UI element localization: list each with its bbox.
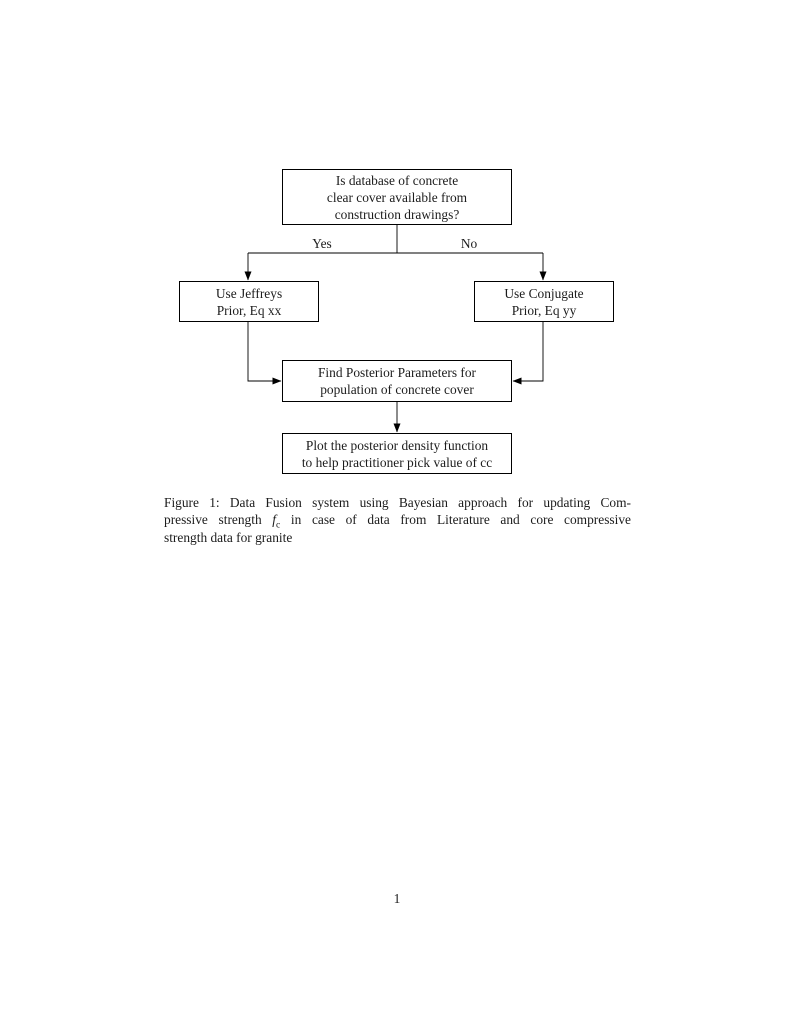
caption-text: in case of data from Literature and core… [290, 512, 631, 528]
box-text-line: Is database of concrete [335, 172, 459, 188]
box-text-line: construction drawings? [334, 206, 460, 222]
caption-line-3: strength data for granite [164, 529, 293, 545]
edge-label-no: No [460, 236, 478, 251]
connector-conjugate-to-posterior [512, 322, 544, 385]
page-number: 1 [393, 891, 401, 906]
caption-line-1: Figure 1: Data Fusion system using Bayes… [164, 495, 631, 510]
box-text-line: Prior, Eq yy [511, 302, 577, 318]
box-text-line: Plot the posterior density function [305, 437, 489, 453]
figure-caption: Figure 1: Data Fusion system using Bayes… [164, 494, 631, 546]
box-text-line: Use Conjugate [504, 285, 584, 301]
connector-question-split [248, 225, 543, 254]
flowchart-box-jeffreys-prior: Use Jeffreys Prior, Eq xx [179, 281, 319, 322]
caption-text: pressive strength [164, 512, 262, 528]
connector-jeffreys-to-posterior [247, 322, 282, 385]
flowchart-box-question: Is database of concrete clear cover avai… [282, 169, 512, 225]
box-text-line: to help practitioner pick value of cc [301, 454, 493, 470]
box-text-line: population of concrete cover [320, 382, 474, 397]
box-text-line: clear cover available from [326, 189, 468, 205]
box-text-line: Prior, Eq xx [216, 302, 282, 318]
flowchart-box-plot-density: Plot the posterior density function to h… [282, 433, 512, 474]
box-text-line: Use Jeffreys [215, 285, 283, 301]
flowchart-box-conjugate-prior: Use Conjugate Prior, Eq yy [474, 281, 614, 322]
caption-line-2: pressive strength fc in case of data fro… [164, 511, 631, 532]
box-text-line: Find Posterior Parameters for [317, 365, 477, 380]
caption-math-fc: fc [272, 512, 281, 532]
flowchart-box-posterior-parameters: Find Posterior Parameters for population… [282, 360, 512, 402]
edge-label-yes: Yes [312, 236, 332, 251]
